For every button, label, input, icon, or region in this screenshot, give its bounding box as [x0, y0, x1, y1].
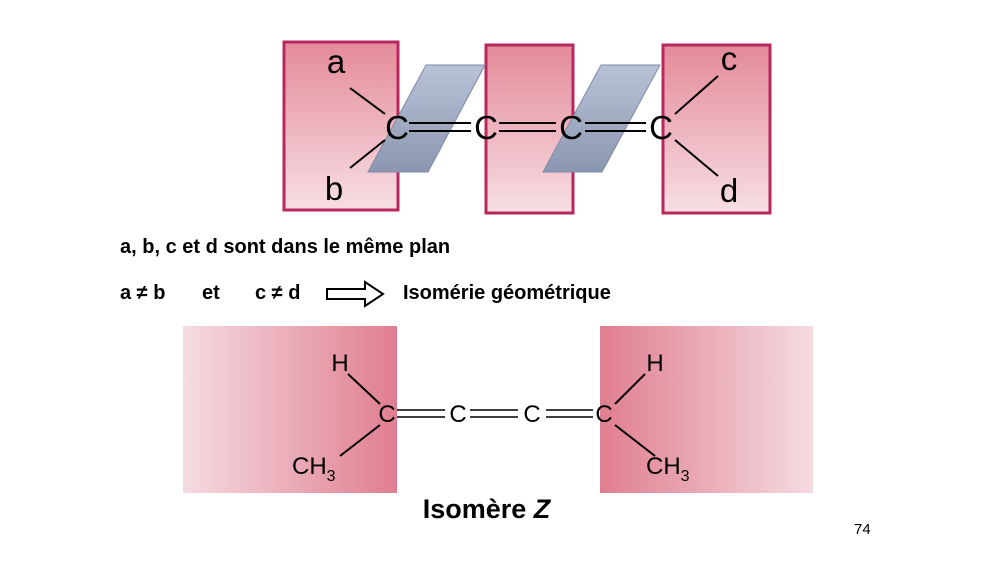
conclusion-label: Isomérie géométrique	[403, 282, 611, 304]
atom-c1-bottom: C	[378, 401, 395, 428]
pi-plane-left	[367, 64, 486, 173]
methyl-right: CH3	[646, 453, 690, 485]
page-number: 74	[854, 521, 871, 538]
double-bonds-bottom	[397, 409, 593, 418]
plane-middle-frame	[484, 43, 575, 215]
plane-bottom-left	[183, 326, 397, 493]
substituent-d: d	[720, 172, 738, 209]
plane-left-frame	[282, 40, 400, 212]
methyl-left: CH3	[292, 453, 336, 485]
substituent-bonds-bottom	[339, 373, 656, 457]
plane-right-frame	[661, 43, 772, 215]
plane-bottom-right	[600, 326, 813, 493]
condition-a-neq-b: a ≠ b	[120, 282, 166, 304]
isomer-caption: Isomère Z	[422, 494, 551, 524]
double-bonds-top	[409, 122, 646, 132]
atom-c4-bottom: C	[595, 401, 612, 428]
pi-plane-right	[542, 64, 661, 173]
atom-c4-top: C	[649, 109, 673, 146]
coplanar-statement: a, b, c et d sont dans le même plan	[120, 236, 451, 258]
isomer-letter: Z	[533, 494, 551, 524]
atom-c3-top: C	[559, 109, 583, 146]
implies-arrow	[326, 280, 385, 308]
atom-c2-top: C	[474, 109, 498, 146]
hydrogen-left: H	[331, 350, 348, 377]
substituent-b: b	[325, 170, 343, 207]
substituent-bonds-top	[349, 75, 719, 177]
condition-c-neq-d: c ≠ d	[255, 282, 301, 304]
atom-c1-top: C	[385, 109, 409, 146]
condition-et: et	[202, 282, 220, 304]
atom-c3-bottom: C	[523, 401, 540, 428]
hydrogen-right: H	[646, 350, 663, 377]
substituent-c: c	[721, 40, 738, 77]
atom-c2-bottom: C	[449, 401, 466, 428]
substituent-a: a	[327, 43, 346, 80]
